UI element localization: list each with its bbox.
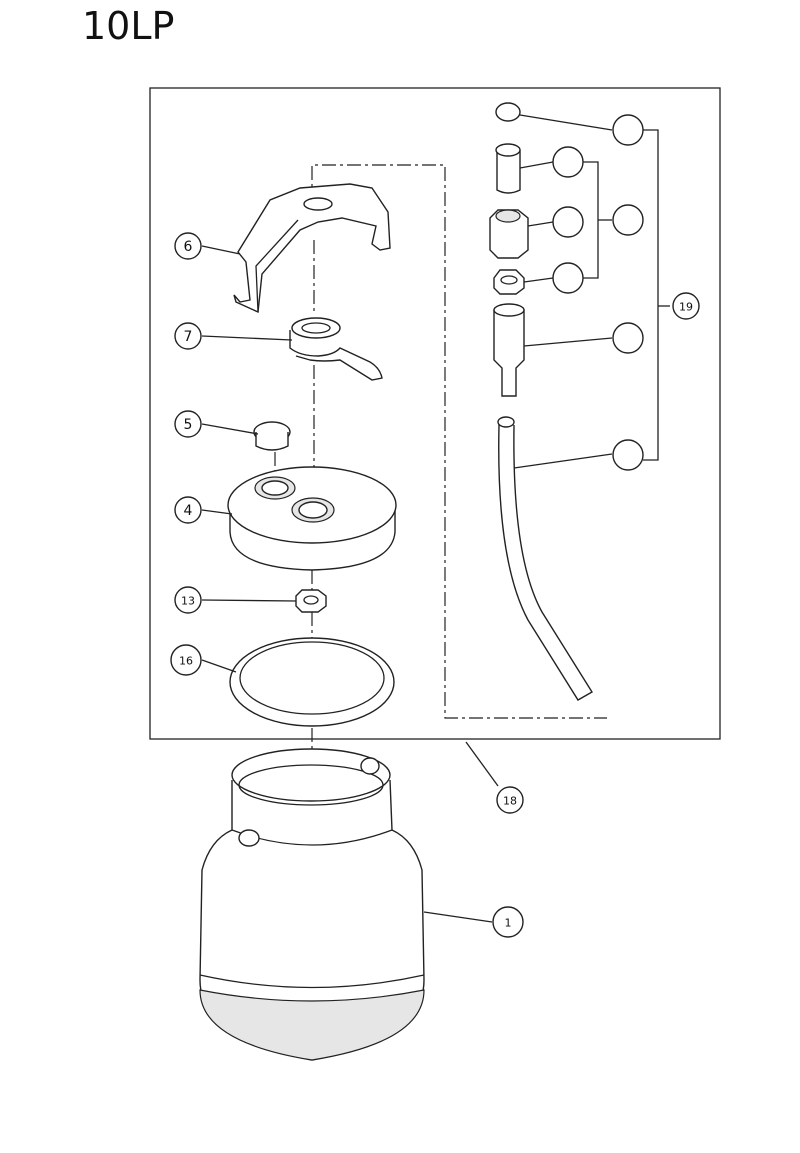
callout-1: 1 bbox=[492, 906, 524, 938]
callout-16: 16 bbox=[170, 644, 202, 676]
cup-part bbox=[199, 748, 425, 1061]
gasket-part bbox=[229, 637, 395, 727]
callout-7: 7 bbox=[174, 322, 202, 350]
callout-16-label: 16 bbox=[179, 655, 193, 668]
yoke-part bbox=[233, 183, 391, 314]
blank-callouts bbox=[552, 114, 644, 471]
callout-19: 19 bbox=[672, 292, 700, 320]
lid-part bbox=[227, 466, 397, 571]
nut-part bbox=[295, 589, 327, 613]
tube-assembly bbox=[489, 102, 593, 701]
callout-1-label: 1 bbox=[505, 917, 512, 930]
callout-6: 6 bbox=[174, 232, 202, 260]
lever-part bbox=[289, 317, 383, 381]
callout-4: 4 bbox=[174, 496, 202, 524]
kit-frame bbox=[149, 87, 721, 740]
callout-4-label: 4 bbox=[184, 503, 193, 519]
callout-7-label: 7 bbox=[184, 329, 193, 345]
page-title: 10LP bbox=[82, 4, 175, 48]
leader-lines bbox=[201, 114, 670, 923]
callout-5: 5 bbox=[174, 410, 202, 438]
assembly-centerline bbox=[274, 164, 607, 795]
callout-13: 13 bbox=[174, 586, 202, 614]
callout-18: 18 bbox=[496, 786, 524, 814]
callout-19-label: 19 bbox=[679, 301, 693, 314]
plug-part bbox=[253, 421, 291, 451]
callout-5-label: 5 bbox=[184, 417, 193, 433]
callout-13-label: 13 bbox=[181, 595, 195, 608]
callout-6-label: 6 bbox=[184, 239, 193, 255]
callout-18-label: 18 bbox=[503, 795, 517, 808]
